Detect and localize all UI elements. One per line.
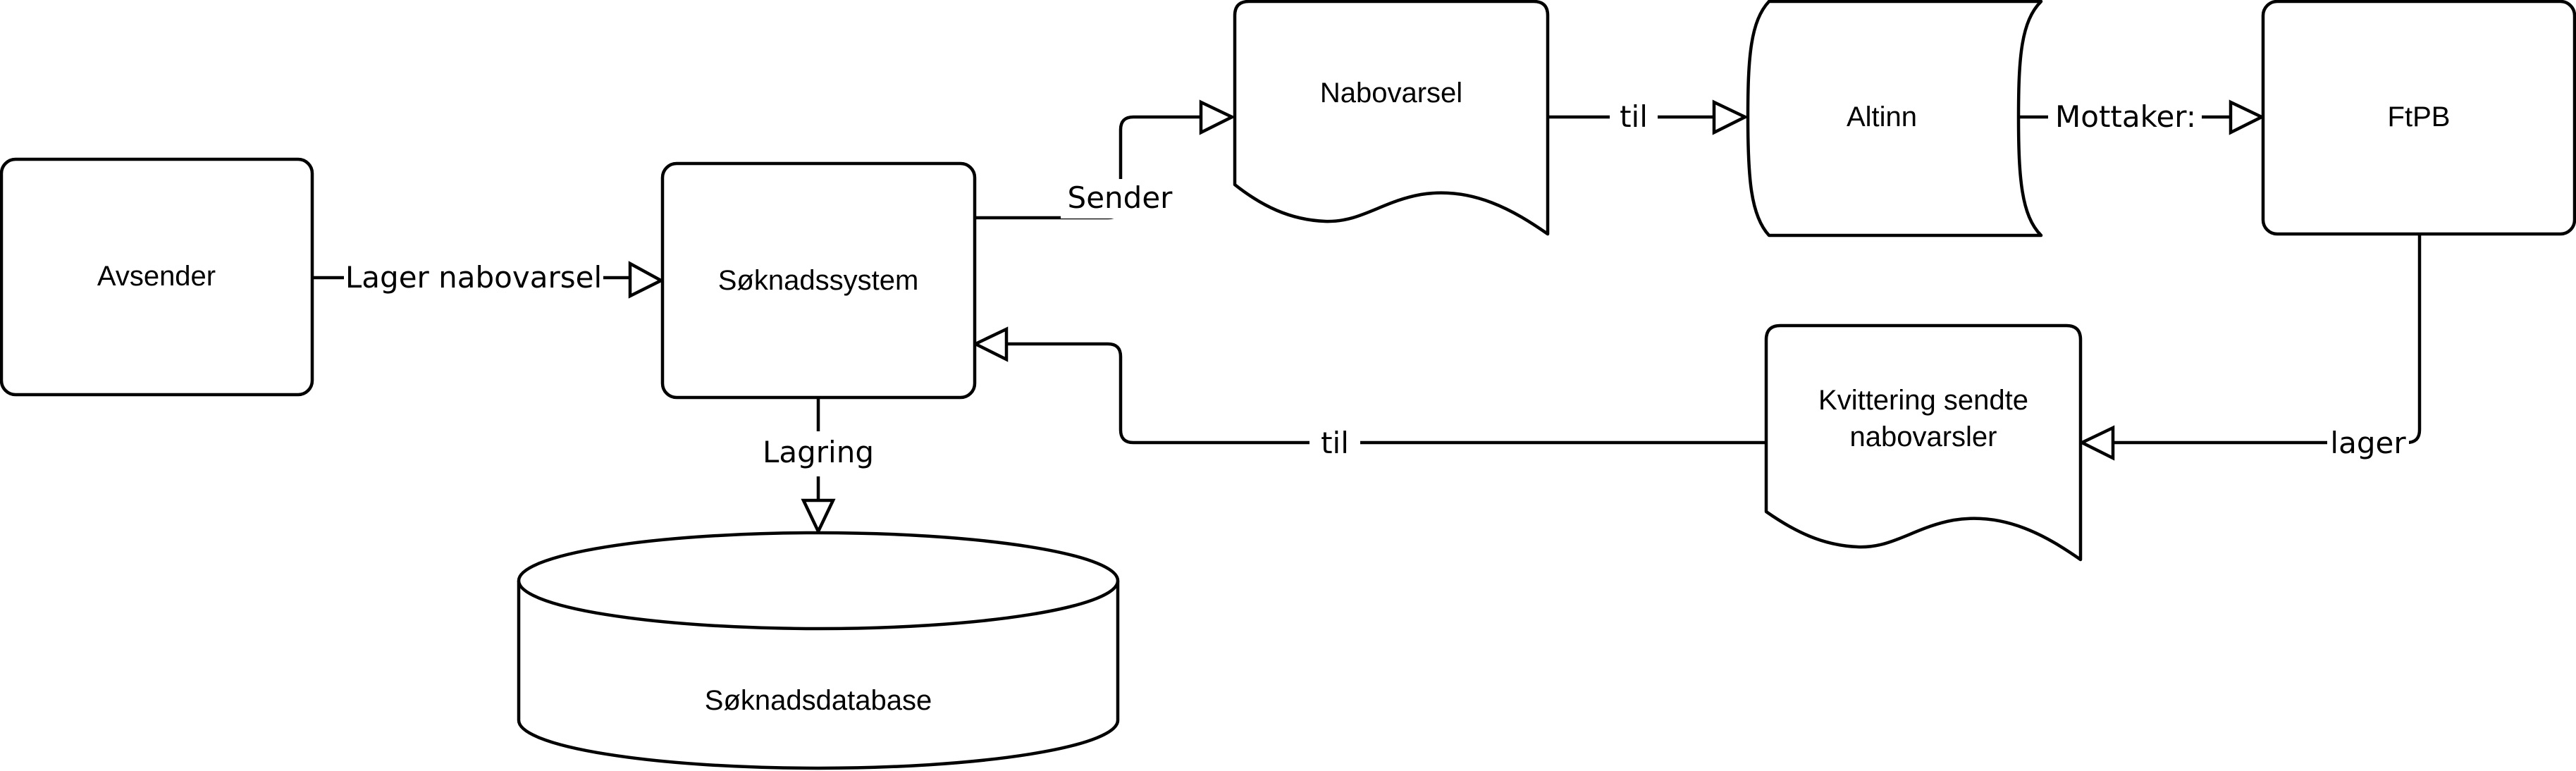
node-nabovarsel[interactable]: Nabovarsel <box>1233 0 1550 236</box>
node-label-soknadssystem: Søknadssystem <box>718 265 919 296</box>
arrowhead-icon <box>628 261 665 299</box>
edge-label-til: til <box>1620 99 1648 134</box>
edge-ftpb-to-kvittering: lager <box>2078 235 2422 465</box>
edge-soknadssystem-to-database: Lagring <box>758 399 878 536</box>
node-ftpb[interactable]: FtPB <box>2261 0 2576 236</box>
edge-kvittering-to-soknadssystem: til <box>971 326 1765 465</box>
edge-soknadssystem-to-nabovarsel: Sender <box>975 99 1236 220</box>
node-label-altinn: Altinn <box>1847 101 1917 132</box>
edge-label-sender: Sender <box>1068 180 1173 215</box>
arrowhead-icon <box>801 498 836 536</box>
edge-avsender-to-soknadssystem: Lager nabovarsel <box>314 255 665 300</box>
node-kvittering[interactable]: Kvittering sendte nabovarsler <box>1764 323 2083 562</box>
edge-altinn-to-ftpb: Mottaker: <box>2017 94 2266 138</box>
edge-label-lager-nabovarsel: Lager nabovarsel <box>345 260 602 295</box>
edge-nabovarsel-to-altinn: til <box>1549 94 1749 138</box>
node-label-kvittering-line1: Kvittering sendte <box>1818 385 2028 416</box>
edge-label-mottaker: Mottaker: <box>2055 99 2196 134</box>
edge-label-lagring: Lagring <box>763 435 874 469</box>
arrowhead-icon <box>2229 99 2266 135</box>
node-label-soknadsdatabase: Søknadsdatabase <box>705 685 932 716</box>
arrowhead-icon <box>2078 425 2115 461</box>
node-label-kvittering-line2: nabovarsler <box>1849 421 1997 452</box>
node-avsender[interactable]: Avsender <box>0 157 314 397</box>
arrowhead-icon <box>1199 99 1236 135</box>
node-soknadsdatabase[interactable]: Søknadsdatabase <box>517 531 1120 770</box>
node-altinn[interactable]: Altinn <box>1746 0 2043 238</box>
node-label-ftpb: FtPB <box>2388 101 2451 132</box>
node-label-nabovarsel: Nabovarsel <box>1320 78 1462 109</box>
arrowhead-icon <box>971 326 1009 362</box>
arrowhead-icon <box>1712 99 1749 135</box>
node-soknadssystem[interactable]: Søknadssystem <box>660 161 977 400</box>
edge-label-lager: lager <box>2330 426 2406 460</box>
edge-label-til-return: til <box>1321 426 1349 460</box>
node-label-avsender: Avsender <box>97 261 216 292</box>
